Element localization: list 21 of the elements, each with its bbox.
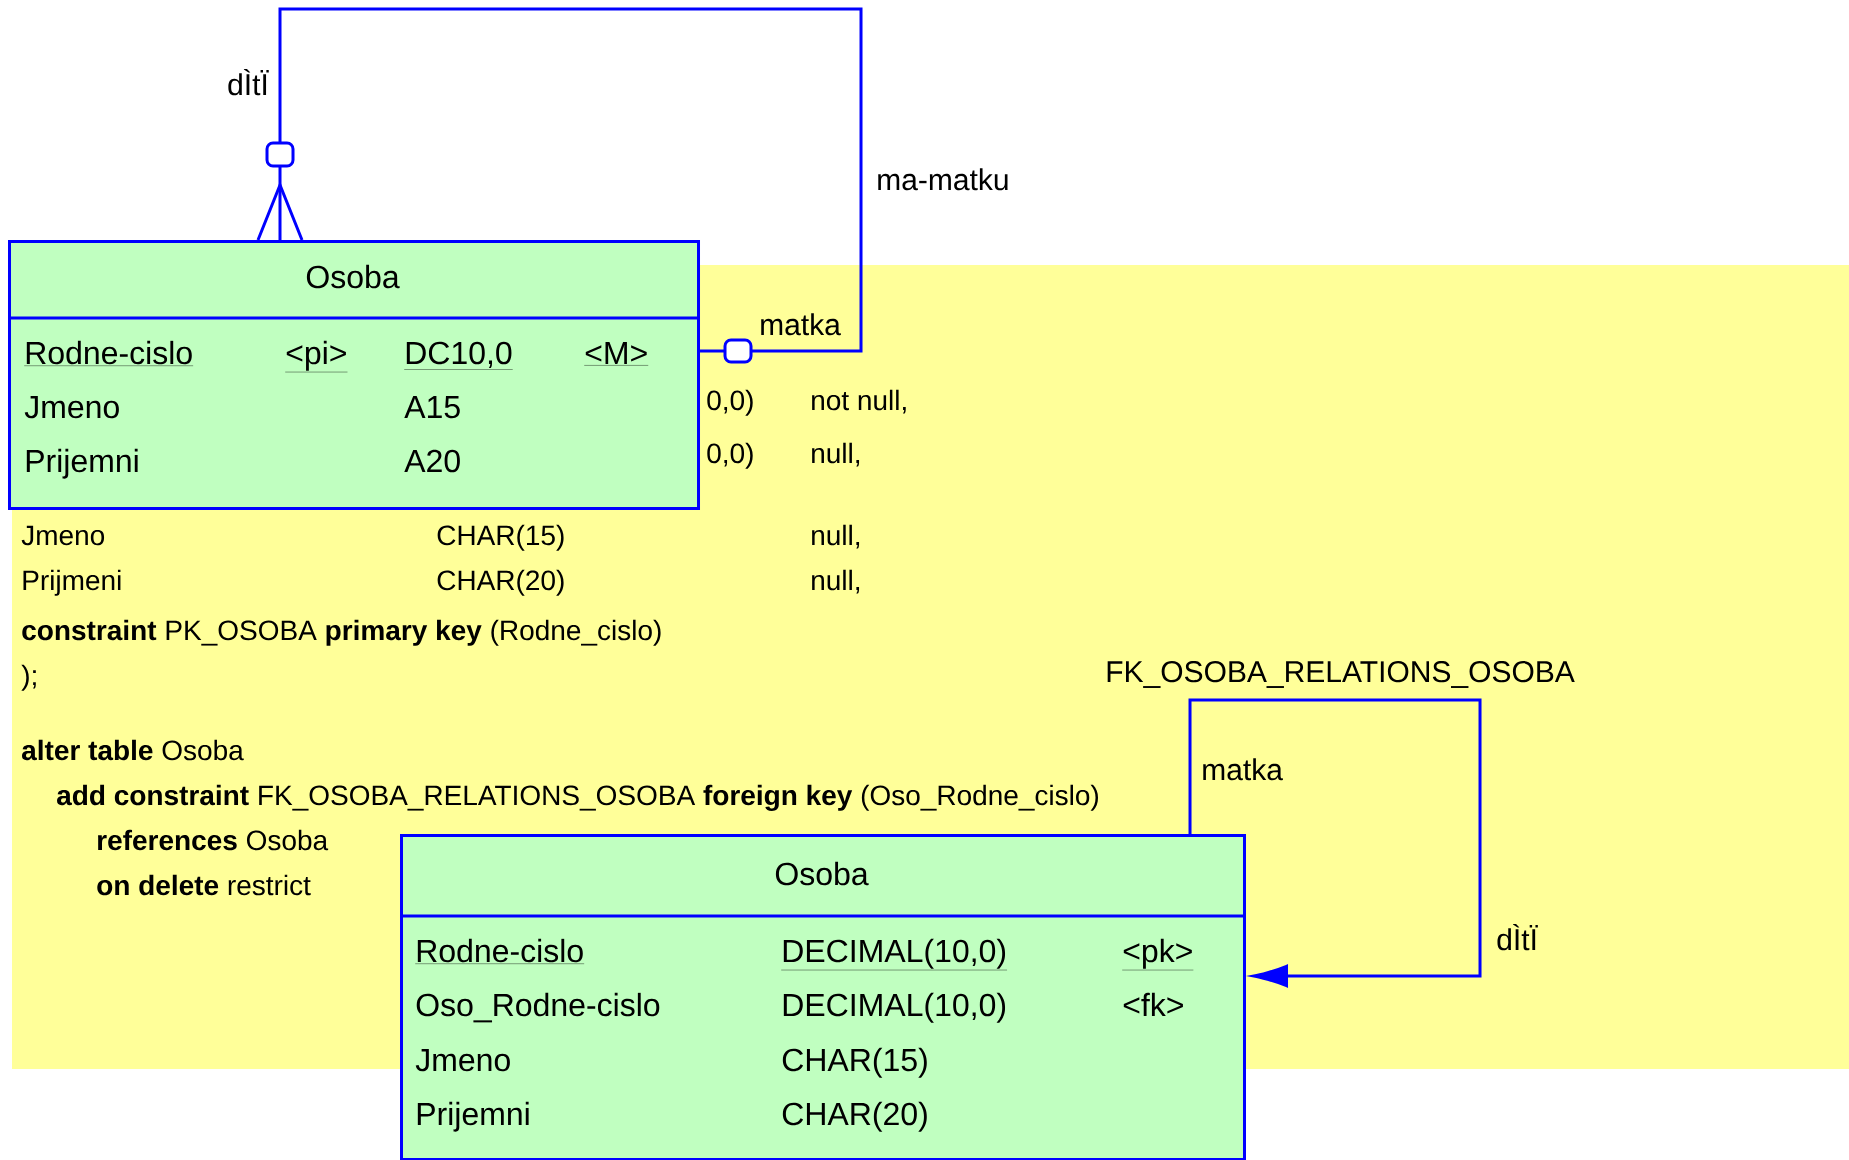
entity-box: Osoba Rodne-cislo <pi> DC10,0 <M> Jmeno A15 Prijemni A20 (8, 240, 700, 510)
edge-label: ma-matku (878, 168, 1008, 191)
entity-box: Osoba Rodne-cislo DECIMAL(10,0) <pk> Oso_Rodne-cislo DECIMAL(10,0) <fk> Jmeno CHAR(15) Prijemni CHAR(20) (400, 834, 1246, 1160)
sql-line: null, (812, 569, 860, 594)
sql-line: not null, (812, 389, 906, 414)
sql-line: Prijmeni (23, 569, 121, 596)
role-label: dÌtÏ (1497, 924, 1538, 951)
role-label: matka (1203, 758, 1283, 781)
sql-line: alter table Osoba (22, 739, 244, 761)
sql-line: CHAR(20) (437, 569, 564, 596)
sql-line: constraint PK_OSOBA primary key (Rodne_cislo) (22, 619, 661, 646)
sql-line: references Osoba (98, 829, 329, 851)
role-label: matka (761, 313, 841, 336)
relationship-line (256, 7, 863, 364)
sql-line: null, (812, 442, 860, 467)
sql-line: null, (812, 524, 860, 549)
edge-label: FK_OSOBA_RELATIONS_OSOBA (1107, 661, 1575, 688)
sql-line: ); (21, 664, 36, 691)
relationship-line (1188, 698, 1482, 988)
role-label: dÌtÏ (228, 69, 269, 96)
sql-line: on delete restrict (97, 874, 311, 896)
